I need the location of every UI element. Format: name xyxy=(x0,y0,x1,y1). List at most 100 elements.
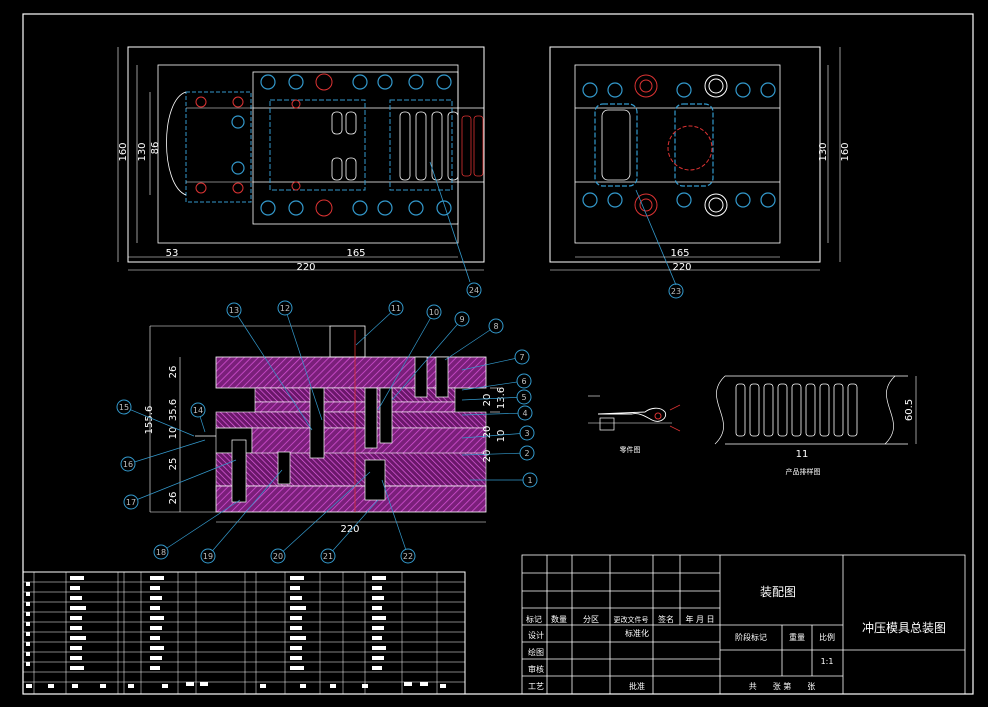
parts-list-cell-mark xyxy=(290,606,306,610)
parts-list-cell-mark xyxy=(420,682,428,686)
balloon-1: 1 xyxy=(527,476,532,485)
parts-list-cell-mark xyxy=(150,596,162,600)
dim-165-right: 165 xyxy=(670,248,689,259)
parts-list-cell-mark xyxy=(186,682,194,686)
parts-list-cell-mark xyxy=(100,684,106,688)
balloon-leader xyxy=(391,318,463,401)
balloon-circle xyxy=(190,402,206,418)
weight-label: 重量 xyxy=(789,632,805,642)
top-right-plan-view: 130 160 165 220 23 xyxy=(549,46,851,299)
parts-list-cell-mark xyxy=(372,626,384,630)
balloon-circle xyxy=(519,425,535,441)
parts-list-cell-mark xyxy=(26,602,30,606)
parts-list-cell-mark xyxy=(150,656,162,660)
balloon-circle xyxy=(123,494,139,510)
balloon-6: 6 xyxy=(521,377,526,386)
balloon-leader xyxy=(461,380,525,391)
parts-list-cell-mark xyxy=(290,636,306,640)
parts-list-cell-mark xyxy=(26,642,30,646)
parts-list-cell-mark xyxy=(372,646,386,650)
dim-26-top: 26 xyxy=(168,366,179,379)
balloon-leader xyxy=(207,469,283,557)
parts-list-cell-mark xyxy=(330,684,336,688)
sheets-label: 共 张 第 张 xyxy=(749,681,816,691)
dim-10b: 10 xyxy=(496,430,507,443)
parts-list-cell-mark xyxy=(128,684,134,688)
parts-list-cell-mark xyxy=(150,636,160,640)
approve-label: 批准 xyxy=(629,681,645,691)
dim-220-right: 220 xyxy=(672,262,691,273)
balloon-13: 13 xyxy=(229,306,239,315)
parts-list-cell-mark xyxy=(150,626,162,630)
balloon-leader xyxy=(461,452,528,456)
parts-list-cell-mark xyxy=(372,606,382,610)
parts-list-cell-mark xyxy=(290,616,302,620)
sheet-border xyxy=(22,13,974,695)
header-mark: 标记 xyxy=(526,614,542,624)
balloon-circle xyxy=(226,302,242,318)
parts-list-cell-mark xyxy=(290,576,304,580)
balloon-leader xyxy=(461,432,528,439)
parts-list-cell-mark xyxy=(372,596,384,600)
balloon-2: 2 xyxy=(524,449,529,458)
parts-list-cell-mark xyxy=(70,606,86,610)
parts-list-cell-mark xyxy=(26,612,30,616)
parts-list-cell-mark xyxy=(372,576,386,580)
section-view: 26 155.6 35.6 10 25 26 20 13.6 20 10 20 … xyxy=(116,300,538,564)
scale-value: 1:1 xyxy=(821,657,834,666)
parts-list-cell-mark xyxy=(290,626,302,630)
parts-list-cell-mark xyxy=(150,586,160,590)
balloon-leader xyxy=(444,325,497,361)
balloon-leader xyxy=(355,307,397,346)
ratio-label: 比例 xyxy=(819,632,835,642)
parts-list-cell-mark xyxy=(200,682,208,686)
balloon-5: 5 xyxy=(521,393,526,402)
header-date: 年 月 日 xyxy=(685,614,714,624)
balloon-8: 8 xyxy=(493,322,498,331)
balloon-leader xyxy=(377,311,435,411)
drawing-name: 冲压模具总装图 xyxy=(862,620,946,635)
balloon-10: 10 xyxy=(429,308,439,317)
parts-list-cell-mark xyxy=(70,596,82,600)
parts-list-cell-mark xyxy=(26,662,30,666)
balloon-leader xyxy=(327,499,379,557)
role-review: 审核 xyxy=(528,664,544,674)
balloon-leader xyxy=(381,479,409,557)
role-process: 工艺 xyxy=(528,682,544,691)
drawing-type: 装配图 xyxy=(760,585,796,599)
balloon-leader xyxy=(233,309,313,431)
header-change-doc: 更改文件号 xyxy=(614,615,649,624)
parts-list-cell-mark xyxy=(26,632,30,636)
top-left-plan-view: 160 130 86 53 165 220 24 xyxy=(117,46,485,298)
balloon-circle xyxy=(277,300,293,316)
strip-caption: 产品排样图 xyxy=(786,467,821,476)
dim-10: 10 xyxy=(168,427,179,440)
balloon-leader xyxy=(130,459,237,503)
part-view: 零件图 xyxy=(588,395,681,454)
parts-list-cell-mark xyxy=(372,616,386,620)
parts-list-cell-mark xyxy=(48,684,54,688)
parts-list-cell-mark xyxy=(290,586,300,590)
parts-list-cell-mark xyxy=(70,646,82,650)
parts-list-cell-mark xyxy=(70,586,80,590)
balloon-circle xyxy=(516,389,532,405)
balloon-circle xyxy=(517,405,533,421)
balloon-leader xyxy=(461,356,523,371)
balloon-circle xyxy=(514,349,530,365)
dim-20a: 20 xyxy=(482,394,493,407)
parts-list-cell-mark xyxy=(372,586,382,590)
balloon-circle xyxy=(153,544,169,560)
dim-25: 25 xyxy=(168,458,179,471)
parts-list-cell-mark xyxy=(26,592,30,596)
role-draw: 绘图 xyxy=(528,647,544,657)
balloon-14: 14 xyxy=(193,406,203,415)
balloon-circle xyxy=(320,548,336,564)
balloon-circle xyxy=(454,311,470,327)
balloon-7: 7 xyxy=(519,353,524,362)
parts-list-cell-mark xyxy=(440,684,446,688)
parts-list-cell-mark xyxy=(70,656,82,660)
balloon-16: 16 xyxy=(123,460,133,469)
balloon-leader xyxy=(123,406,195,437)
